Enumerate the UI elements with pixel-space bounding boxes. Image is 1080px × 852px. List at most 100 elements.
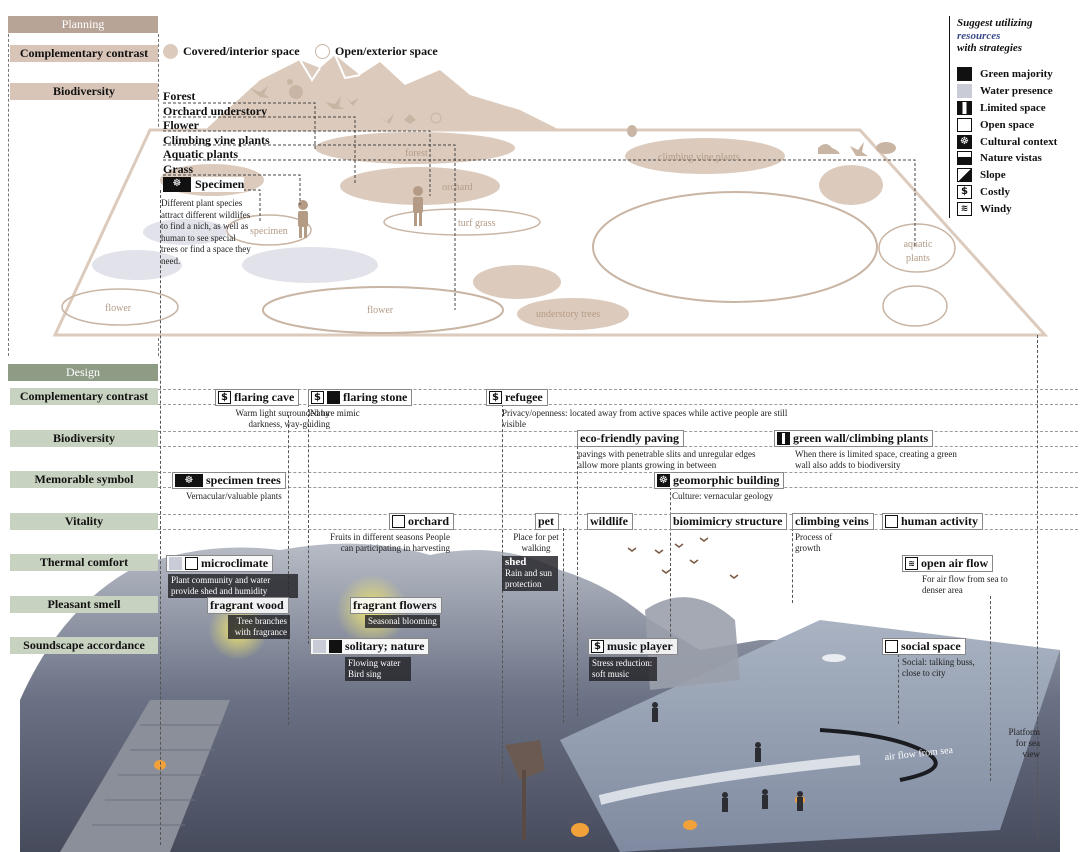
- planning-header: Planning: [8, 16, 158, 33]
- human-activity-tag: human activity: [882, 513, 984, 530]
- plan-plane: [52, 128, 1049, 337]
- legend-divider: [949, 16, 950, 218]
- leader-line: [670, 487, 671, 647]
- leader-line: [898, 654, 899, 724]
- refugee-desc: Privacy/openness: located away from acti…: [502, 408, 788, 429]
- slope-icon: [957, 168, 972, 183]
- green-majority-icon: [327, 391, 340, 404]
- open-space-icon: [885, 640, 898, 653]
- social-space-desc: Social: talking buss, close to city: [902, 657, 975, 678]
- open-space-icon: [885, 515, 898, 528]
- eco-paving-tag: eco-friendly paving: [577, 430, 684, 447]
- layer-aquatic: Aquatic plants: [163, 147, 239, 161]
- forest-zone: [315, 132, 515, 164]
- legend-item: Green majority: [957, 66, 1057, 83]
- geomorphic-tag: ☸geomorphic building: [654, 472, 785, 489]
- leader-line: [563, 528, 564, 723]
- zone-label-forest: forest: [405, 148, 428, 159]
- planning-frame-left: [8, 34, 9, 356]
- design-row-memorable: Memorable symbol: [10, 471, 158, 488]
- platform-desc: Platform for sea view: [1008, 727, 1041, 759]
- guide-line: [158, 404, 1078, 405]
- climbing-veins-tag: climbing veins: [792, 513, 874, 530]
- orchard-zone: [340, 167, 500, 205]
- zone-label-flower-2: flower: [367, 305, 394, 316]
- music-player-tag: $music player: [588, 638, 678, 655]
- cultural-context-icon: ☸: [957, 134, 972, 149]
- fragrant-wood-desc: Tree branches with fragrance: [228, 615, 290, 639]
- flaring-stone-tag: $ flaring stone: [308, 389, 413, 406]
- leader-line: [308, 404, 309, 644]
- legend-item: Nature vistas: [957, 150, 1057, 167]
- leader-line: [160, 190, 161, 845]
- specimen-tag: ☸ Specimen: [163, 177, 245, 192]
- leader-line: [792, 528, 793, 603]
- specimen-trees-tag: ☸specimen trees: [172, 472, 286, 489]
- zone-label-aquatic: aquatic plants: [903, 239, 933, 264]
- design-header: Design: [8, 364, 158, 381]
- climbing-zone: [625, 138, 785, 174]
- specimen-label: Specimen: [195, 177, 245, 191]
- zone-label-understory: understory trees: [536, 309, 600, 320]
- windy-icon: ≋: [905, 557, 918, 570]
- open-space-icon: [185, 557, 198, 570]
- planning-row-biodiversity: Biodiversity: [10, 83, 158, 100]
- open-space-icon: [392, 515, 405, 528]
- climbing-veins-desc: Process of growth: [795, 532, 833, 553]
- cultural-context-icon: ☸: [657, 474, 670, 487]
- leader-line: [1037, 335, 1038, 845]
- layer-leader-lines: [163, 102, 916, 310]
- microclimate-tag: microclimate: [166, 555, 274, 572]
- limited-space-icon: [777, 432, 790, 445]
- open-space-label: Open/exterior space: [335, 44, 438, 58]
- turf-zone: [383, 208, 541, 236]
- geomorphic-desc: Culture: vernacular geology: [672, 491, 773, 501]
- design-row-soundscape: Soundscape accordance: [10, 637, 158, 654]
- legend-item: $Costly: [957, 184, 1057, 201]
- shed-desc: shed Rain and sun protection: [502, 556, 558, 591]
- flaring-stone-desc: Nature mimic: [310, 408, 360, 418]
- guide-line: [158, 487, 1078, 488]
- planting-layer-list: Forest Orchard understory Flower Climbin…: [163, 89, 270, 176]
- legend-title: Suggest utilizing resources with strateg…: [957, 17, 1033, 55]
- open-air-tag: ≋open air flow: [902, 555, 994, 572]
- windy-icon: ≋: [957, 201, 972, 216]
- green-majority-icon: [957, 67, 972, 82]
- legend-item: Slope: [957, 167, 1057, 184]
- leader-line: [577, 446, 578, 716]
- eco-paving-desc: pavings with penetrable slits and unregu…: [578, 449, 756, 470]
- open-space-icon: [957, 117, 972, 132]
- layer-grass: Grass: [163, 161, 193, 176]
- microclimate-desc: Plant community and water provide shed a…: [168, 574, 298, 598]
- legend-item: Limited space: [957, 100, 1057, 117]
- design-row-vitality: Vitality: [10, 513, 158, 530]
- cultural-context-icon: ☸: [175, 474, 203, 487]
- open-space-legend: Open/exterior space: [315, 44, 438, 59]
- big-open-zone: [592, 191, 878, 303]
- specimen-description: Different plant species attract differen…: [161, 198, 251, 266]
- fragrant-flowers-tag: fragrant flowers: [350, 597, 442, 614]
- pet-desc: Place for pet walking: [513, 532, 559, 553]
- water-presence-icon: [957, 84, 972, 99]
- zone-label-climbing: climbing vine plants: [658, 152, 740, 163]
- shed-label: shed: [505, 556, 527, 568]
- person-figure: [298, 186, 423, 238]
- specimen-trees-desc: Vernacular/valuable plants: [186, 491, 282, 501]
- social-space-tag: social space: [882, 638, 966, 655]
- fragrant-wood-tag: fragrant wood: [207, 597, 289, 614]
- flaring-cave-desc: Warm light surrounded by darkness, way-g…: [235, 408, 330, 429]
- leader-line: [502, 404, 503, 784]
- legend-title-line-3: with strategies: [957, 42, 1023, 54]
- costly-icon: $: [218, 391, 231, 404]
- flaring-cave-tag: $flaring cave: [215, 389, 300, 406]
- legend-item: Water presence: [957, 83, 1057, 100]
- covered-space-swatch: [163, 44, 178, 59]
- costly-icon: $: [591, 640, 604, 653]
- water-presence-icon: [169, 557, 182, 570]
- music-player-desc: Stress reduction: soft music: [589, 657, 657, 681]
- design-row-biodiversity: Biodiversity: [10, 430, 158, 447]
- layer-flower: Flower: [163, 118, 199, 132]
- refugee-tag: $refugee: [486, 389, 548, 406]
- design-row-complementary: Complementary contrast: [10, 388, 158, 405]
- covered-space-label: Covered/interior space: [183, 44, 300, 58]
